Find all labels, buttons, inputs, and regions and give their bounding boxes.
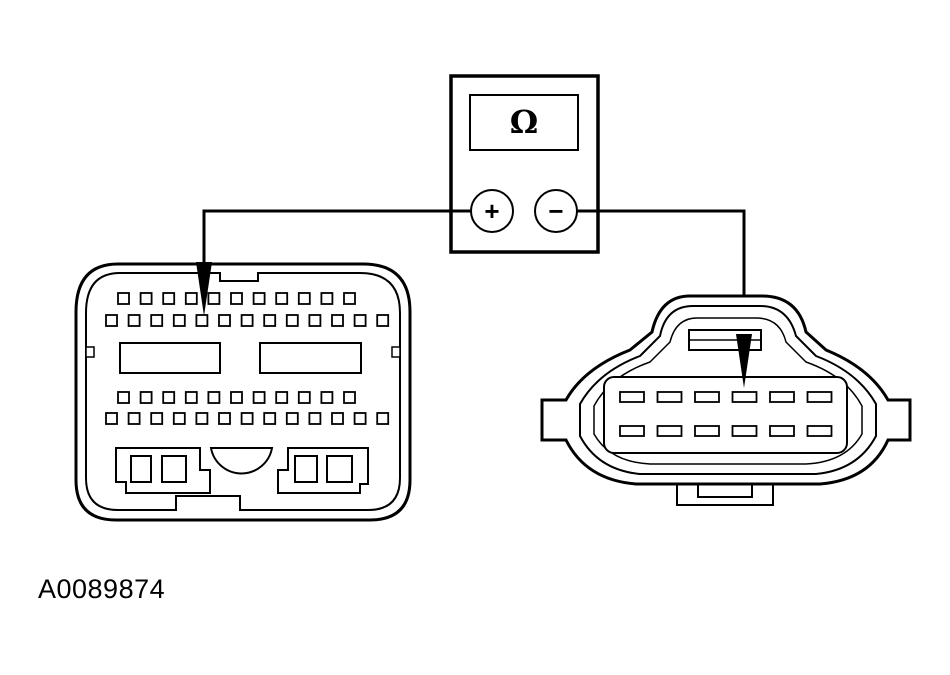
pin-cavity xyxy=(172,412,186,425)
pin-cavity xyxy=(117,391,130,404)
pin-cavity xyxy=(218,314,231,327)
pin-cavity xyxy=(230,391,243,404)
large-connector-key-arc xyxy=(209,447,274,475)
pin-cavity xyxy=(297,391,311,404)
pin-cavity xyxy=(207,292,221,305)
small-connector xyxy=(540,294,912,506)
pin-cavity xyxy=(353,314,367,327)
pin-cavity xyxy=(731,425,758,437)
pin-cavity xyxy=(694,425,720,437)
pin-cavity xyxy=(275,292,289,305)
pin-cavity xyxy=(230,292,243,305)
pin-cavity xyxy=(127,412,141,425)
pin-cavity xyxy=(343,292,356,305)
pin-cavity xyxy=(162,292,176,305)
pin-cavity xyxy=(184,292,198,305)
negative-terminal-label: − xyxy=(548,196,563,226)
pin-cavity xyxy=(656,391,683,403)
positive-probe-tip xyxy=(196,262,212,316)
pin-cavity xyxy=(240,314,254,327)
pin-cavity xyxy=(184,391,198,404)
pin-cavity xyxy=(275,391,289,404)
pin-cavity xyxy=(285,412,299,425)
pin-cavity xyxy=(297,292,311,305)
pin-cavity xyxy=(218,412,231,425)
pin-cavity xyxy=(619,425,645,437)
pin-cavity xyxy=(263,314,277,327)
pin-cavity xyxy=(331,412,344,425)
pin-cavity xyxy=(150,412,164,425)
meter-display xyxy=(469,94,579,151)
negative-test-lead xyxy=(577,209,746,334)
pin-cavity xyxy=(195,412,209,425)
pin-cavity xyxy=(162,391,176,404)
pin-cavity xyxy=(139,391,153,404)
pin-cavity xyxy=(252,292,266,305)
pin-cavity xyxy=(252,391,266,404)
pin-cavity xyxy=(343,391,356,404)
pin-cavity xyxy=(731,391,758,403)
negative-probe-tip xyxy=(736,334,752,388)
pin-cavity xyxy=(127,314,141,327)
pin-cavity xyxy=(195,314,209,327)
pin-cavity xyxy=(285,314,299,327)
large-connector-lock-right xyxy=(277,447,369,494)
pin-cavity xyxy=(806,391,833,403)
ohm-symbol: Ω xyxy=(510,103,538,141)
large-connector-slot-left xyxy=(119,342,221,374)
ohmmeter: Ω + − xyxy=(449,74,600,254)
pin-cavity xyxy=(117,292,130,305)
pin-cavity xyxy=(308,412,322,425)
pin-cavity xyxy=(331,314,344,327)
positive-terminal-label: + xyxy=(484,196,499,226)
pin-cavity xyxy=(320,292,334,305)
positive-test-lead xyxy=(202,209,471,262)
pin-cavity xyxy=(656,425,683,437)
pin-cavity xyxy=(694,391,720,403)
pin-cavity xyxy=(150,314,164,327)
small-connector-pin-field xyxy=(603,376,848,454)
pin-cavity xyxy=(320,391,334,404)
large-connector xyxy=(74,262,412,522)
pin-cavity xyxy=(105,412,118,425)
pin-cavity xyxy=(619,391,645,403)
pin-cavity xyxy=(769,425,795,437)
pin-cavity xyxy=(376,412,390,425)
figure-id: A0089874 xyxy=(38,574,166,604)
pin-cavity xyxy=(207,391,221,404)
pin-cavity xyxy=(806,425,833,437)
pin-cavity xyxy=(353,412,367,425)
large-connector-pin-cavities xyxy=(105,292,390,425)
pin-cavity xyxy=(172,314,186,327)
pin-cavity xyxy=(308,314,322,327)
pin-cavity xyxy=(263,412,277,425)
pin-cavity xyxy=(240,412,254,425)
large-connector-slot-right xyxy=(259,342,362,374)
pin-cavity xyxy=(139,292,153,305)
pin-cavity xyxy=(376,314,390,327)
pin-cavity xyxy=(769,391,795,403)
pin-cavity xyxy=(105,314,118,327)
small-connector-pin-cavities xyxy=(619,391,833,437)
